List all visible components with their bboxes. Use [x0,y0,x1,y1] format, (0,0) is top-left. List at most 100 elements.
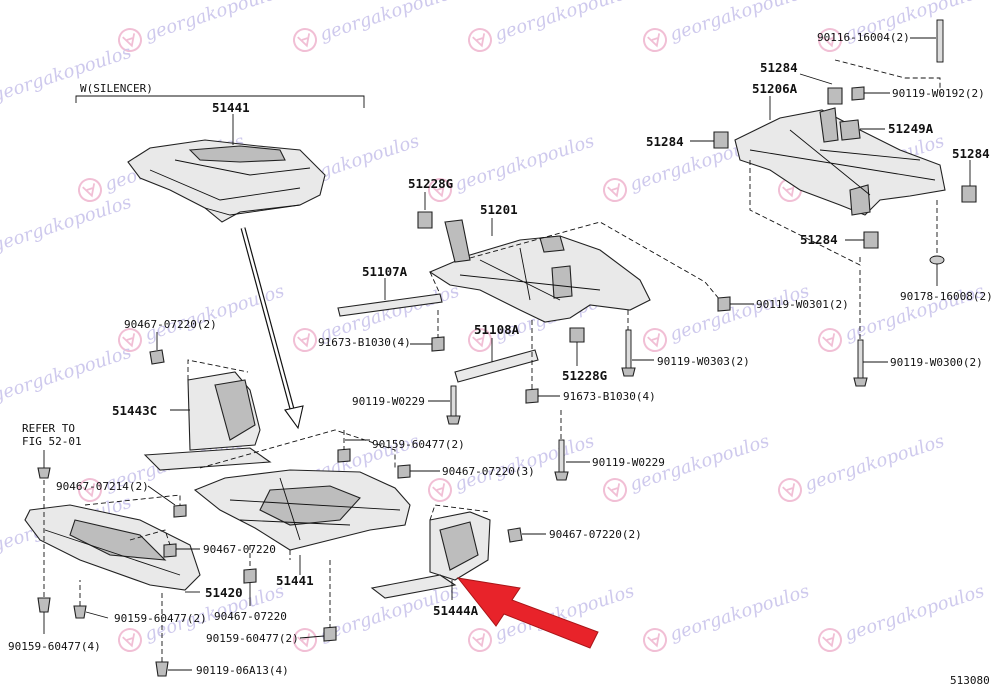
svg-text:90159-60477(4): 90159-60477(4) [8,640,101,653]
fastener-90467-07220-mid: 90467-07220 [129,529,276,558]
watermark-logo-icon [640,625,670,655]
svg-text:90467-07220: 90467-07220 [203,543,276,556]
watermark-stamp: georgakopoulos [290,0,462,55]
part-51444A: 51444A [433,603,479,618]
svg-text:FIG 52-01: FIG 52-01 [22,435,82,448]
diagram-code: 513080 [950,674,990,687]
svg-text:90119-W0303(2): 90119-W0303(2) [657,355,750,368]
watermark-stamp: georgakopoulos [775,431,947,505]
fastener-91673-B1030-left: 91673-B1030(4) [318,310,445,352]
bolt-90119-W0303: 90119-W0303(2) [621,310,750,377]
watermark-logo-icon [775,475,805,505]
watermark-stamp: georgakopoulos [115,0,287,55]
svg-text:90119-W0229: 90119-W0229 [352,395,425,408]
watermark-logo-icon [600,175,630,205]
watermark-logo-icon [640,25,670,55]
bolt-90119-W0192: 90119-W0192(2) [851,86,985,101]
watermark-text: georgakopoulos [842,581,987,646]
svg-text:90159-60477(2): 90159-60477(2) [206,632,299,645]
mount-51284-b: 51284 [646,131,729,149]
bracket-51249A: 51249A [839,119,934,141]
part-51249A: 51249A [888,121,934,136]
part-51201: 51201 [480,202,518,217]
mount-51284-a: 51284 [760,59,941,105]
watermark-stamp: georgakopoulos [640,0,812,55]
front-lower-cover-51420: 51420 [24,480,243,600]
part-51228G-top: 51228G [408,176,453,191]
watermark-text: georgakopoulos [492,0,637,46]
watermark-logo-icon [290,25,320,55]
watermark-text: georgakopoulos [317,0,462,46]
refer-to-note: REFER TO FIG 52-01 [22,422,82,479]
svg-text:90467-07220(2): 90467-07220(2) [549,528,642,541]
watermark-logo-icon [425,475,455,505]
svg-text:90119-W0301(2): 90119-W0301(2) [756,298,849,311]
bushing-51228G-mid: 51228G [562,327,607,383]
watermark-stamp: georgakopoulos [815,0,987,55]
part-51284-d: 51284 [800,232,838,247]
part-51443C: 51443C [112,403,157,418]
watermark-logo-icon [75,175,105,205]
watermark-logo-icon [465,25,495,55]
svg-text:90119-06A13(4): 90119-06A13(4) [196,664,289,677]
lower-engine-undercover-51441: 51441 [193,429,411,630]
svg-text:90116-16004(2): 90116-16004(2) [817,31,910,44]
svg-text:90119-W0300(2): 90119-W0300(2) [890,356,983,369]
svg-text:90159-60477(2): 90159-60477(2) [114,612,207,625]
fastener-90467-07220-2-left: 90467-07220(2) [124,318,217,365]
svg-text:90159-60477(2): 90159-60477(2) [372,438,465,451]
highlight-arrow-51444A [456,577,599,649]
front-subframe-51201: 51201 [428,202,721,323]
silencer-bracket: W(SILENCER) [75,82,365,108]
fastener-90467-07214: 90467-07214(2) [56,480,187,518]
svg-text:REFER TO: REFER TO [22,422,75,435]
svg-text:90467-07214(2): 90467-07214(2) [56,480,149,493]
watermark-text: georgakopoulos [0,342,134,407]
watermark-logo-icon [600,475,630,505]
watermark-stamp: georgakopoulos [640,581,812,655]
bolt-90119-W0229-right: 90119-W0229 [554,410,665,481]
watermark-text: georgakopoulos [667,0,812,46]
upper-engine-undercover: 51441 [127,100,326,223]
watermark-text: georgakopoulos [0,192,134,257]
part-51420: 51420 [205,585,243,600]
watermark-text: georgakopoulos [667,581,812,646]
svg-text:90467-07220: 90467-07220 [214,610,287,623]
silencer-label: W(SILENCER) [80,82,153,95]
mount-51284-d: 51284 [800,231,879,249]
watermark-logo-icon [115,625,145,655]
part-51107A: 51107A [362,264,408,279]
brace-51108A: 51108A [454,322,539,383]
part-51108A: 51108A [474,322,520,337]
lower-cover-fasteners: 90159-60477(2) 90467-07220(3) 90467-0722… [206,430,535,645]
watermark-logo-icon [640,325,670,355]
svg-text:90119-W0192(2): 90119-W0192(2) [892,87,985,100]
svg-text:91673-B1030(4): 91673-B1030(4) [318,336,411,349]
svg-text:90178-16008(2): 90178-16008(2) [900,290,993,303]
rear-subframe-51206A: 51206A [734,81,946,266]
watermark-logo-icon [815,325,845,355]
watermark-text: georgakopoulos [667,281,812,346]
side-cover-51443C: 51443C [112,359,272,471]
bushing-51228G-top: 51228G [408,176,453,229]
bolt-90119-W0300: 90119-W0300(2) [853,270,983,387]
part-51441-bottom: 51441 [276,573,314,588]
bolt-90119-W0229-left: 90119-W0229 [352,385,461,425]
part-51284-b: 51284 [646,134,684,149]
bolt-90119-W0301: 90119-W0301(2) [717,296,849,312]
brace-51107A: 51107A [337,264,443,317]
side-cover-51444A: 51444A 90467-07220(2) [370,504,642,618]
watermark-logo-icon [465,625,495,655]
part-51228G-mid: 51228G [562,368,607,383]
watermark-logo-icon [290,325,320,355]
assembly-direction-arrow [240,227,304,430]
watermark-logo-icon [815,625,845,655]
part-51284-a: 51284 [760,60,798,75]
fastener-91673-B1030-right: 91673-B1030(4) [525,320,656,404]
svg-text:90467-07220(2): 90467-07220(2) [124,318,217,331]
part-51206A: 51206A [752,81,798,96]
part-51284-c: 51284 [952,146,990,161]
watermark-stamp: georgakopoulos [815,581,987,655]
mount-51284-c: 51284 [952,146,990,203]
